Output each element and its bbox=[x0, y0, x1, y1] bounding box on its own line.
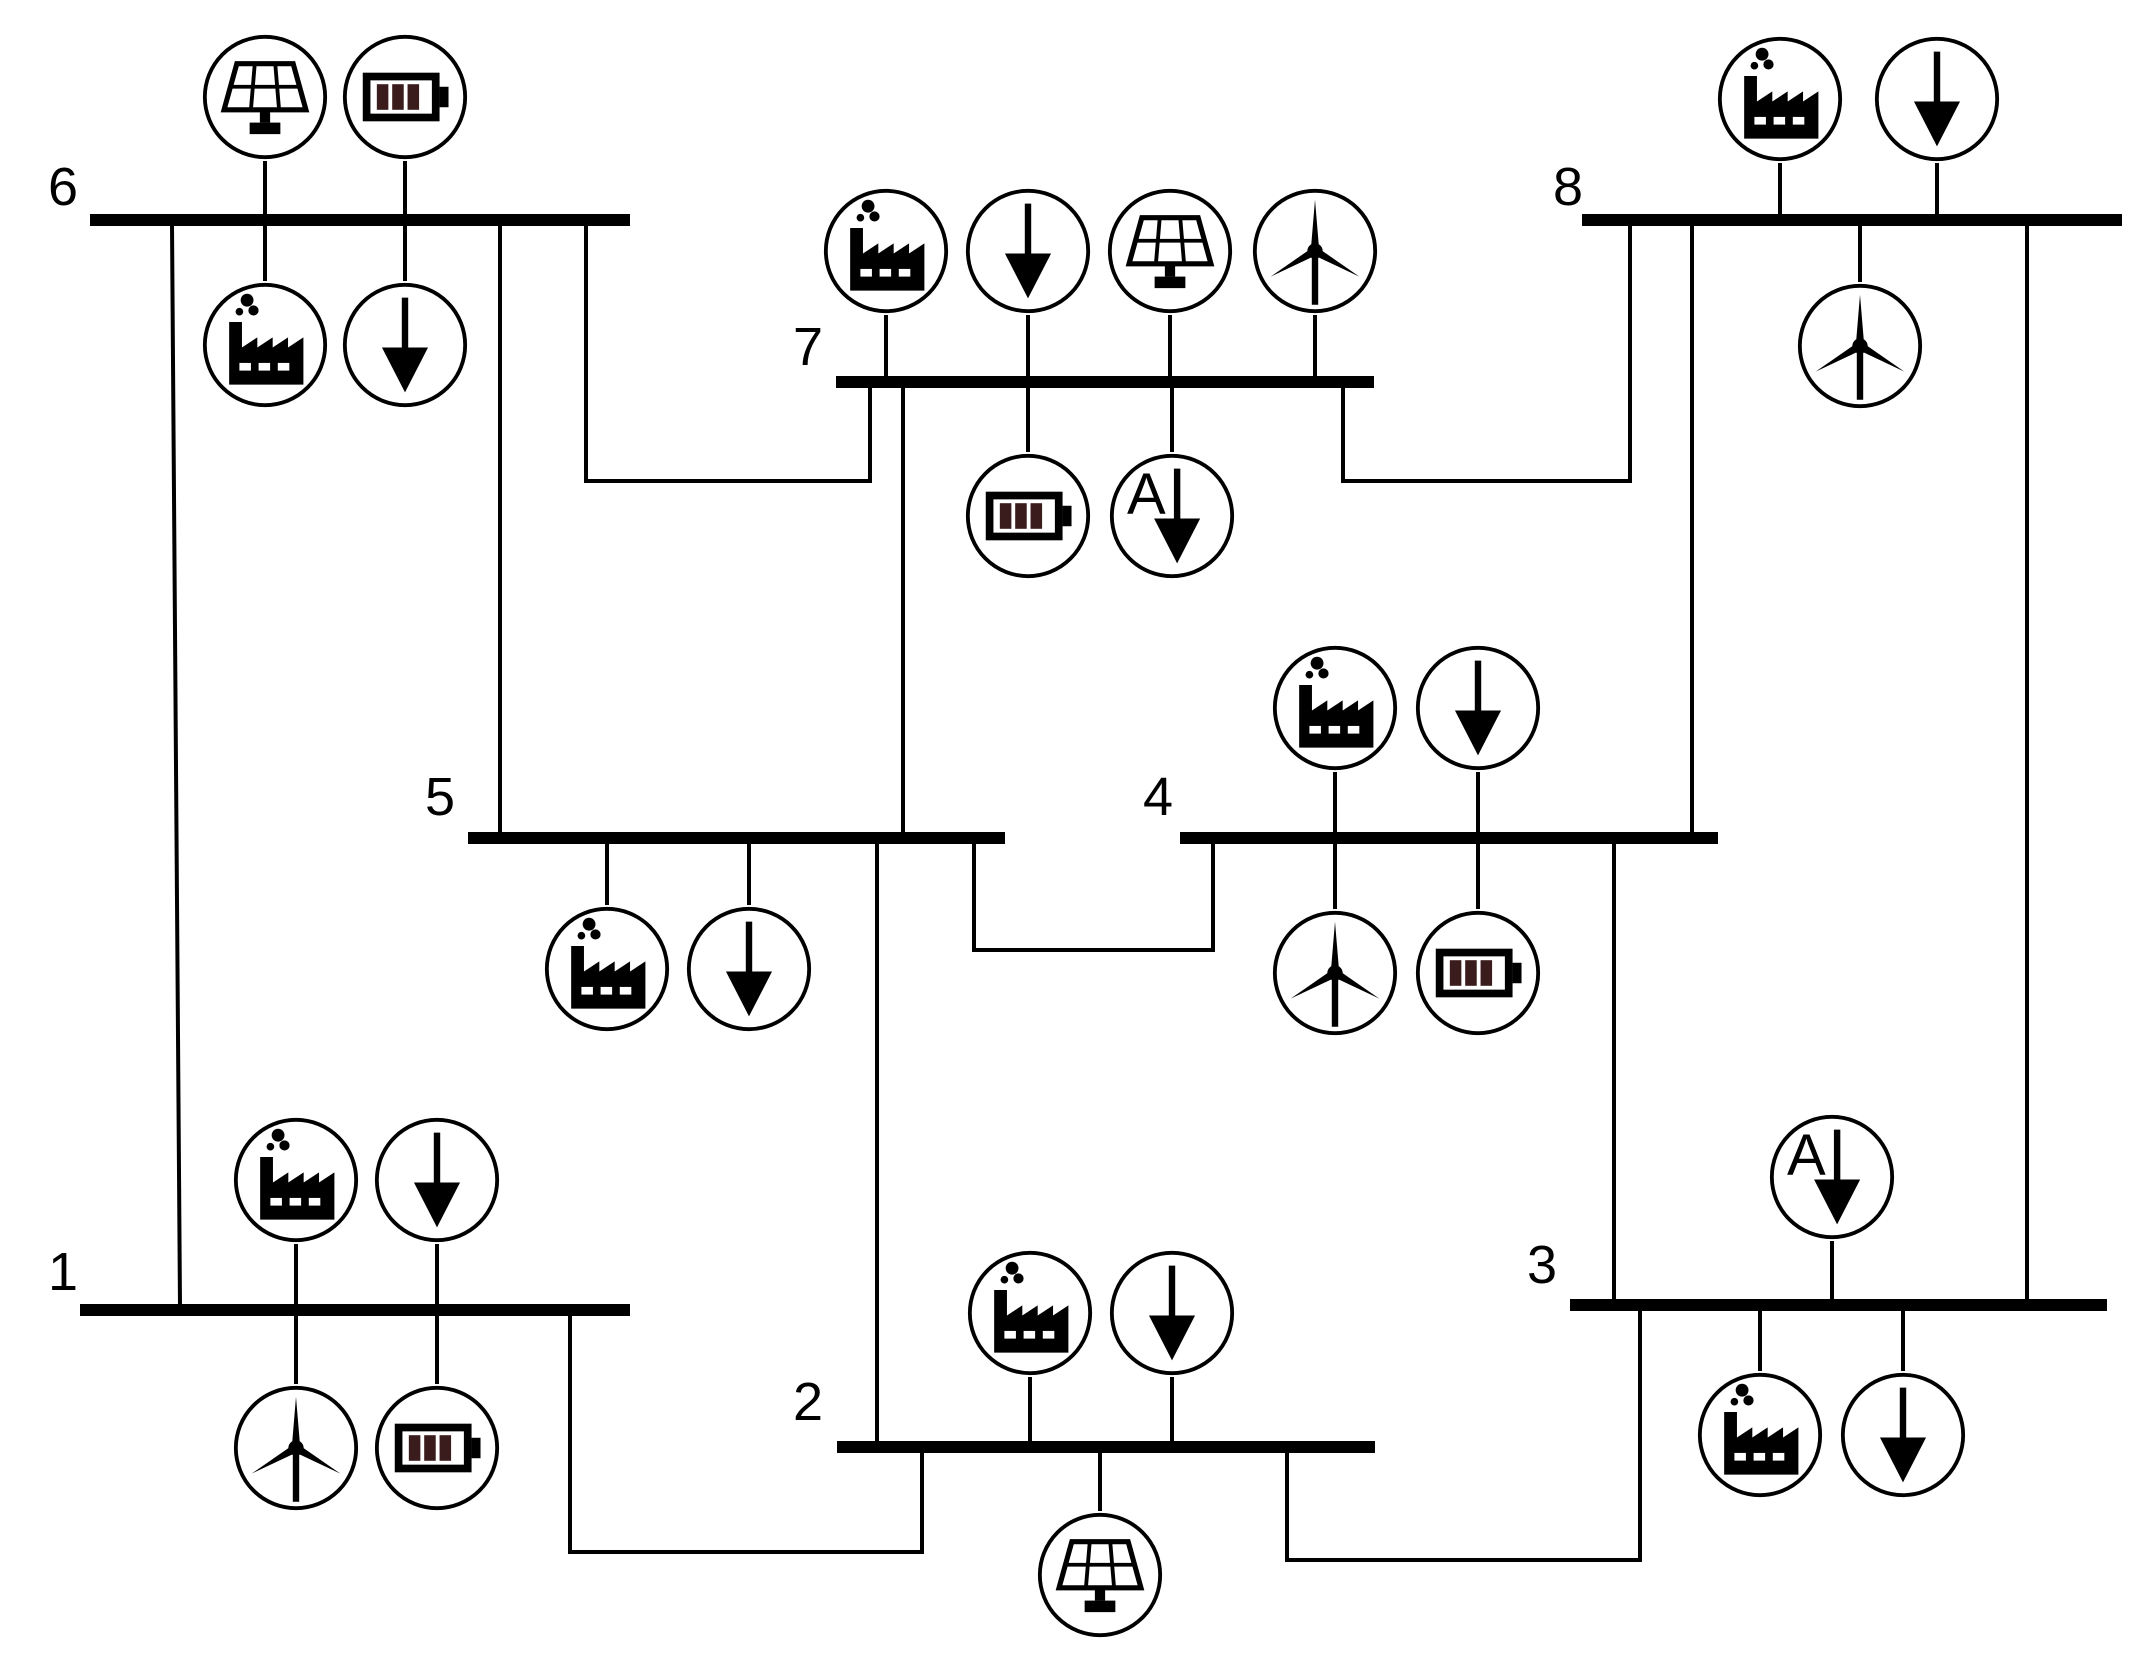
load-arrow-icon bbox=[345, 285, 465, 405]
line-1-6 bbox=[170, 224, 182, 1308]
wind-turbine-icon bbox=[1252, 188, 1378, 314]
solar-panel-icon bbox=[1110, 191, 1230, 311]
bus-5-label: 5 bbox=[425, 767, 455, 827]
factory-icon bbox=[1697, 1372, 1823, 1498]
adjustable-load-icon: A bbox=[1112, 456, 1232, 576]
device-icons: AA bbox=[205, 37, 1997, 1635]
wind-turbine-icon bbox=[1797, 283, 1923, 409]
bus-2-label: 2 bbox=[793, 1372, 823, 1432]
factory-icon bbox=[823, 188, 949, 314]
load-arrow-icon bbox=[1112, 1253, 1232, 1373]
factory-icon bbox=[233, 1117, 359, 1243]
device-connections bbox=[263, 161, 1939, 1511]
factory-icon bbox=[967, 1250, 1093, 1376]
line-1-2 bbox=[568, 1310, 924, 1554]
load-arrow-icon bbox=[689, 909, 809, 1029]
factory-icon bbox=[202, 282, 328, 408]
line-2-3 bbox=[1285, 1305, 1642, 1562]
bus-labels: 1 2 3 4 5 6 7 8 bbox=[48, 157, 1583, 1432]
solar-panel-icon bbox=[205, 37, 325, 157]
battery-icon bbox=[342, 34, 468, 160]
bus-bars bbox=[80, 214, 2122, 1453]
adjustable-load-letter: A bbox=[1787, 1123, 1826, 1188]
bus-3-label: 3 bbox=[1527, 1235, 1557, 1295]
wind-turbine-icon bbox=[233, 1385, 359, 1511]
solar-panel-icon bbox=[1040, 1515, 1160, 1635]
factory-icon bbox=[1272, 645, 1398, 771]
line-6-7 bbox=[584, 225, 872, 483]
line-7-8 bbox=[1341, 220, 1632, 483]
bus-6-label: 6 bbox=[48, 157, 78, 217]
line-4-5 bbox=[972, 838, 1215, 952]
wind-turbine-icon bbox=[1272, 910, 1398, 1036]
bus-1-label: 1 bbox=[48, 1242, 78, 1302]
adjustable-load-icon: A bbox=[1772, 1117, 1892, 1237]
load-arrow-icon bbox=[1418, 648, 1538, 768]
factory-icon bbox=[1717, 36, 1843, 162]
factory-icon bbox=[544, 906, 670, 1032]
bus-7-label: 7 bbox=[793, 317, 823, 377]
bus-8-label: 8 bbox=[1553, 157, 1583, 217]
load-arrow-icon bbox=[377, 1120, 497, 1240]
battery-icon bbox=[374, 1385, 500, 1511]
battery-icon bbox=[1415, 910, 1541, 1036]
load-arrow-icon bbox=[1877, 39, 1997, 159]
bus-4-label: 4 bbox=[1143, 767, 1173, 827]
battery-icon bbox=[965, 453, 1091, 579]
load-arrow-icon bbox=[1843, 1375, 1963, 1495]
transmission-lines bbox=[170, 220, 2029, 1562]
load-arrow-icon bbox=[968, 191, 1088, 311]
adjustable-load-letter: A bbox=[1127, 462, 1166, 527]
